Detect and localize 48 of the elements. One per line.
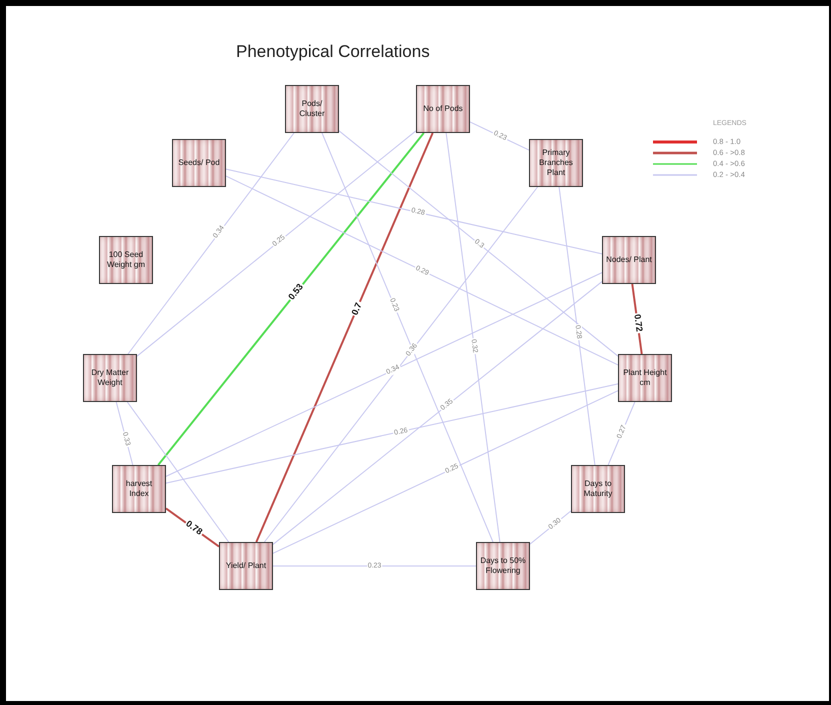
trait-box	[571, 465, 625, 513]
trait-name: Primary Branches Plant	[538, 148, 574, 178]
trait-name: No of Pods	[422, 104, 464, 114]
correlation-line	[226, 176, 618, 366]
edge-label: 0.72	[632, 312, 644, 334]
correlation-line	[255, 132, 434, 542]
trait-box	[618, 354, 672, 402]
correlation-line	[470, 121, 530, 151]
correlation-line	[166, 272, 602, 477]
correlation-line	[338, 130, 618, 357]
trait-name: Seeds/ Pod	[177, 158, 221, 168]
trait-name: Dry Matter Weight	[90, 368, 130, 388]
correlation-line	[226, 168, 602, 254]
trait-box	[285, 85, 339, 133]
trait-box	[602, 236, 656, 284]
trait-name: Days to 50% Flowering	[479, 556, 527, 576]
correlation-line	[558, 186, 596, 466]
correlation-line	[116, 402, 134, 466]
trait-box	[83, 354, 137, 402]
trait-box	[476, 542, 530, 590]
trait-box	[112, 465, 166, 513]
trait-box	[529, 139, 583, 187]
correlation-line	[272, 281, 602, 545]
trait-box	[416, 85, 470, 133]
correlation-line	[128, 132, 294, 354]
edge-label: 0.78	[183, 518, 204, 538]
trait-name: Nodes/ Plant	[605, 255, 653, 265]
trait-box	[172, 139, 226, 187]
correlation-line	[272, 390, 618, 554]
correlation-line	[157, 132, 425, 466]
trait-box	[219, 542, 273, 590]
correlation-line	[322, 132, 494, 542]
correlation-line	[631, 284, 643, 354]
diagram-title: Phenotypical Correlations	[236, 42, 430, 62]
trait-name: Yield/ Plant	[224, 561, 268, 571]
correlation-line	[136, 130, 416, 357]
trait-name: harvest Index	[124, 479, 154, 499]
edge-label: 0.7	[350, 300, 364, 318]
correlation-line	[446, 132, 500, 542]
trait-name: Days to Maturity	[582, 479, 614, 499]
trait-name: Plant Height cm	[622, 368, 668, 388]
correlation-line	[608, 402, 636, 466]
trait-name: Pods/ Cluster	[298, 99, 326, 119]
correlation-line	[126, 402, 230, 542]
correlation-line	[264, 186, 538, 542]
trait-name: 100 Seed Weight gm	[106, 250, 146, 270]
trait-box	[99, 236, 153, 284]
correlation-line	[166, 383, 618, 484]
